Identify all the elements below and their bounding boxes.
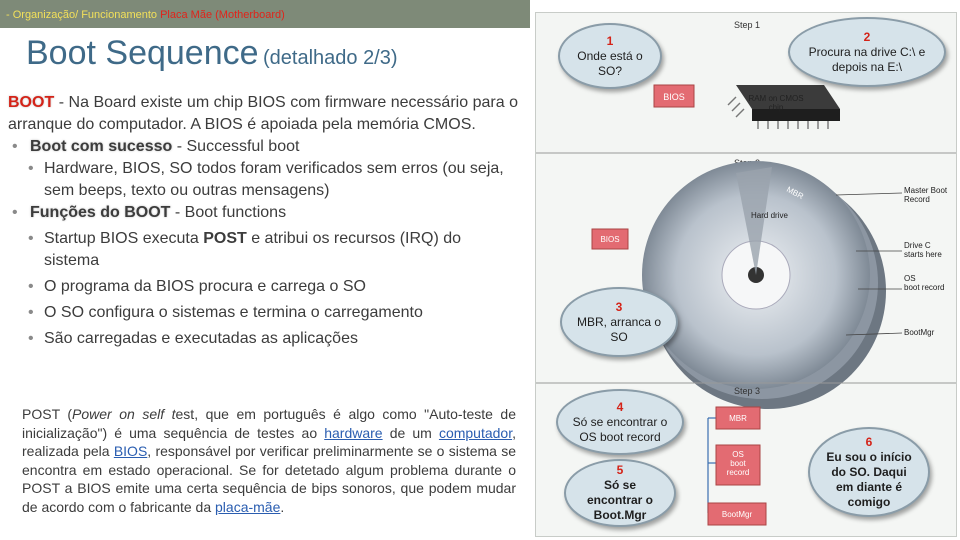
callout-number: 3 bbox=[615, 299, 623, 314]
list-subitem: São carregadas e executadas as aplicaçõe… bbox=[8, 328, 518, 350]
callout-number: 6 bbox=[865, 434, 873, 449]
title-sub: (detalhado 2/3) bbox=[262, 47, 398, 69]
callout-number: 5 bbox=[616, 463, 624, 477]
bootmgr-box-label: BootMgr bbox=[722, 510, 753, 519]
list-item: Funções do BOOT - Boot functions bbox=[8, 202, 518, 224]
callout-number: 1 bbox=[606, 33, 614, 48]
post-definition: POST (Power on self test, que em portugu… bbox=[22, 405, 516, 517]
callout-text: Onde está o SO? bbox=[577, 48, 643, 78]
subitem-post: POST bbox=[203, 230, 247, 247]
subitem-part: Startup BIOS executa bbox=[44, 230, 204, 247]
intro-key: BOOT bbox=[8, 94, 55, 111]
link-bios[interactable]: BIOS bbox=[113, 443, 148, 460]
callout-text: Procura na drive C:\ e depois na E:\ bbox=[808, 44, 926, 74]
breadcrumb: - Organização/ Funcionamento Placa Mãe (… bbox=[6, 9, 285, 21]
callout-number: 4 bbox=[616, 399, 624, 414]
callout-4: 4 Só se encontrar o OS boot record bbox=[556, 389, 684, 455]
list-item-emph: Funções do BOOT bbox=[30, 204, 171, 221]
step1-label: Step 1 bbox=[734, 20, 760, 30]
hard-drive-label: Hard drive bbox=[751, 211, 788, 220]
breadcrumb-prefix: - Organização/ Funcionamento bbox=[6, 9, 161, 21]
list-subitem: O SO configura o sistemas e termina o ca… bbox=[8, 302, 518, 324]
callout-text: Só se encontrar o Boot.Mgr bbox=[586, 478, 653, 522]
callout-text: Só se encontrar o OS boot record bbox=[572, 414, 668, 444]
list-subitem: O programa da BIOS procura e carrega o S… bbox=[8, 276, 518, 298]
header-bar: - Organização/ Funcionamento Placa Mãe (… bbox=[0, 0, 530, 28]
subitem-part: e atribui os recursos (IRQ) do sistema bbox=[44, 230, 462, 269]
list-subitem: Startup BIOS executa POST e atribui os r… bbox=[8, 228, 518, 272]
list-subitem: Hardware, BIOS, SO todos foram verificad… bbox=[8, 158, 518, 202]
callout-1: 1 Onde está o SO? bbox=[558, 23, 662, 89]
slide-title: Boot Sequence (detalhado 2/3) bbox=[26, 34, 398, 73]
list-item: Boot com sucesso - Successful boot bbox=[8, 136, 518, 158]
post-text-part: est, que em português é algo como "Auto-… bbox=[22, 406, 517, 441]
callout-text: Eu sou o início do SO. Daqui em diante é… bbox=[826, 449, 912, 509]
callout-number: 2 bbox=[863, 29, 871, 44]
callout-text: MBR, arranca o SO bbox=[576, 314, 662, 344]
title-main: Boot Sequence bbox=[26, 34, 259, 72]
bios-box-step2 bbox=[591, 228, 629, 250]
mbr-box-label: MBR bbox=[729, 414, 747, 423]
bootmgr-label: BootMgr bbox=[904, 328, 935, 337]
bios-chip-box bbox=[653, 84, 695, 108]
hard-drive-disc bbox=[642, 161, 886, 409]
main-text: BOOT - Na Board existe um chip BIOS com … bbox=[8, 92, 518, 350]
cmos-chip bbox=[727, 85, 840, 129]
mbr-box bbox=[715, 406, 761, 430]
post-text-part: . bbox=[280, 498, 285, 515]
callout-3: 3 MBR, arranca o SO bbox=[560, 287, 678, 357]
callout-6: 6 Eu sou o início do SO. Daqui em diante… bbox=[808, 427, 930, 517]
post-text-part: de um bbox=[382, 424, 439, 441]
link-placa-mae[interactable]: placa-mãe bbox=[215, 498, 281, 515]
callout-2: 2 Procura na drive C:\ e depois na E:\ bbox=[788, 17, 946, 87]
callout-5: 5 Só se encontrar o Boot.Mgr bbox=[564, 459, 676, 527]
post-text-part: t bbox=[171, 406, 176, 422]
intro-paragraph: BOOT - Na Board existe um chip BIOS com … bbox=[8, 92, 518, 136]
intro-text: - Na Board existe um chip BIOS com firmw… bbox=[8, 94, 519, 133]
bios-box-step2-label: BIOS bbox=[600, 235, 619, 244]
list-item-rest: - Successful boot bbox=[176, 138, 300, 155]
post-text-part: , realizada pela bbox=[22, 424, 516, 460]
os-boot-box bbox=[715, 444, 761, 486]
breadcrumb-highlight: Placa Mãe (Motherboard) bbox=[160, 9, 285, 21]
step3-label: Step 3 bbox=[734, 386, 760, 396]
bios-chip-label: BIOS bbox=[663, 92, 685, 102]
post-text-part: POST ( bbox=[22, 406, 73, 422]
post-text-part: P bbox=[72, 406, 82, 422]
post-text-part: o bbox=[119, 406, 128, 422]
post-text-part: , responsável por verificar preliminarme… bbox=[22, 443, 517, 515]
post-text-part: elf bbox=[149, 406, 172, 422]
link-computador[interactable]: computador bbox=[438, 424, 513, 441]
list-item-rest: - Boot functions bbox=[174, 204, 287, 221]
post-text-part: n bbox=[127, 406, 143, 422]
post-text-part: s bbox=[142, 406, 150, 422]
list-item-emph: Boot com sucesso bbox=[30, 138, 173, 155]
link-hardware[interactable]: hardware bbox=[324, 424, 383, 441]
post-text-part: ower bbox=[81, 406, 120, 422]
bootmgr-box bbox=[707, 502, 767, 526]
